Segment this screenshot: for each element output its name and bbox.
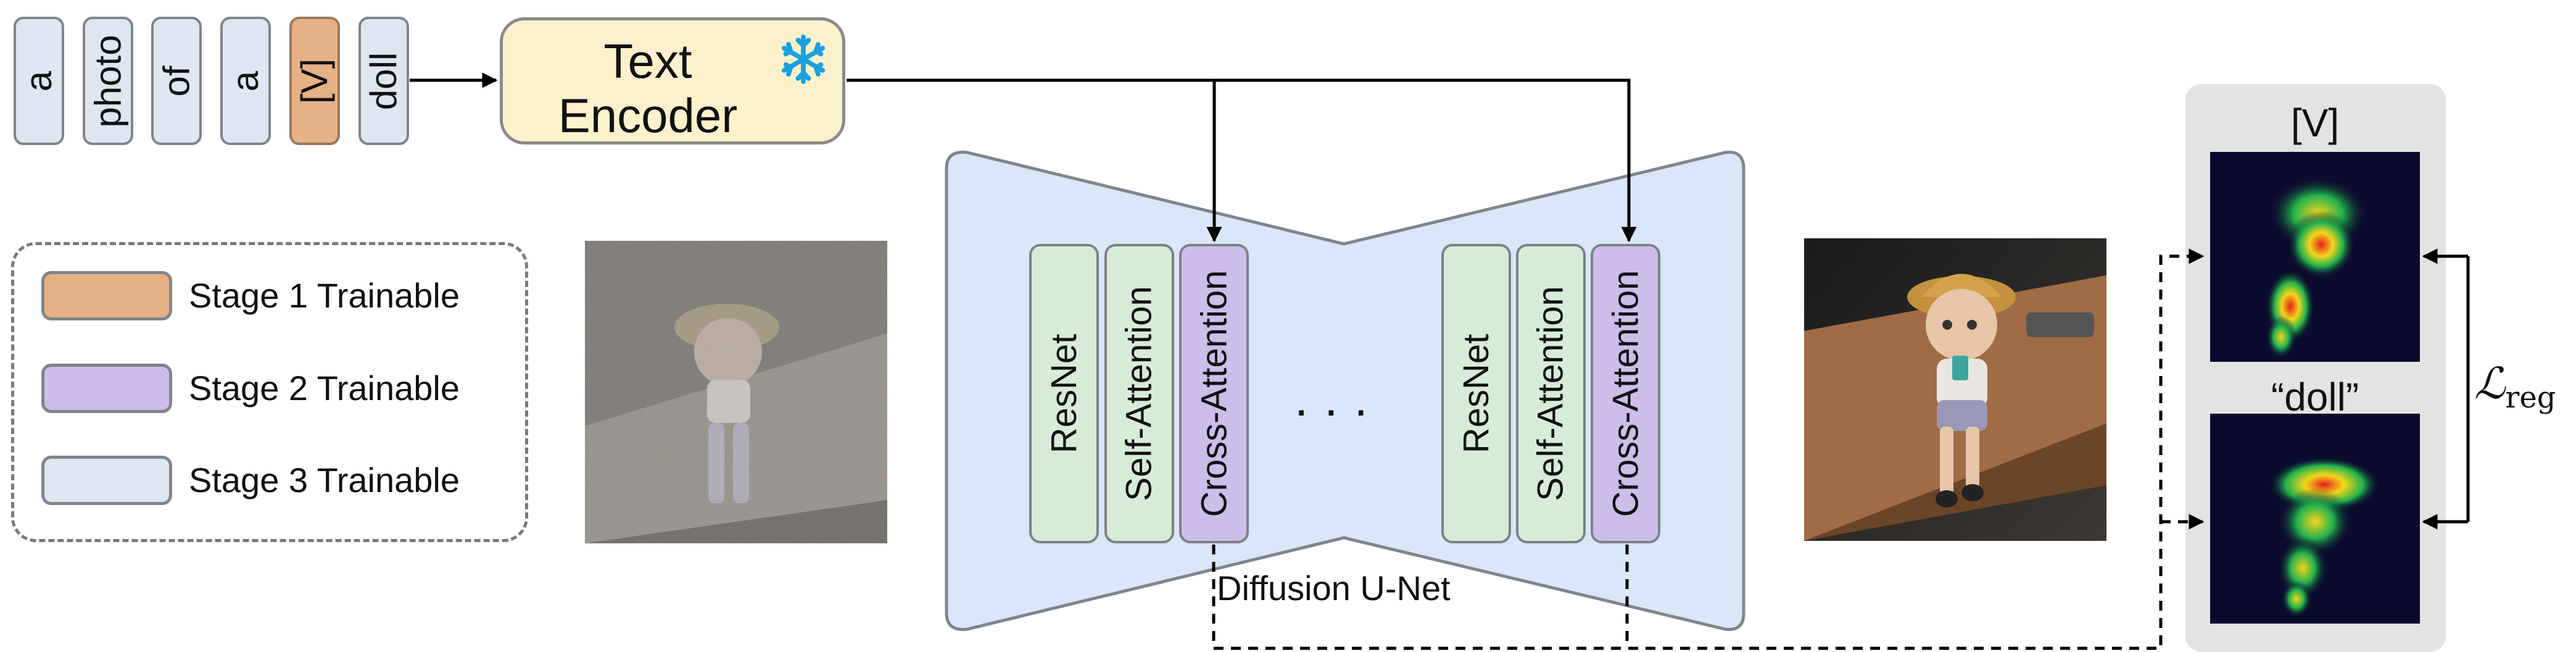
self-attention-block: Self-Attention: [1104, 244, 1174, 543]
legend-label-stage2: Stage 2 Trainable: [189, 369, 460, 408]
legend-label-stage1: Stage 1 Trainable: [189, 276, 460, 315]
text-encoder-box: Text Encoder: [500, 17, 845, 144]
cross-attention-block: Cross-Attention: [1179, 244, 1249, 543]
token-label: [V]: [294, 58, 336, 104]
legend-label-stage3: Stage 3 Trainable: [189, 461, 460, 499]
token-label: of: [155, 65, 197, 97]
attention-map-identifier: [2210, 152, 2420, 362]
output-photo: [1804, 238, 2106, 541]
unet-label: Diffusion U-Net: [1217, 569, 1451, 608]
resnet-block: ResNet: [1441, 244, 1511, 543]
attention-map-doll: [2210, 414, 2420, 624]
token-box: a: [220, 17, 271, 145]
legend: Stage 1 Trainable Stage 2 Trainable Stag…: [11, 242, 528, 542]
resnet-block: ResNet: [1029, 244, 1099, 543]
ellipsis: ...: [1294, 371, 1384, 426]
token-box: photo: [83, 17, 133, 145]
token-box: of: [151, 17, 202, 145]
noisy-input-image: [585, 241, 887, 543]
token-label: a: [225, 70, 267, 91]
token-box-identifier: [V]: [289, 17, 340, 145]
token-label: doll: [363, 52, 405, 110]
self-attention-block: Self-Attention: [1516, 244, 1586, 543]
attention-title-doll: “doll”: [2271, 375, 2359, 419]
token-label: photo: [87, 34, 129, 128]
snowflake-icon: [781, 35, 826, 84]
legend-swatch-stage2: [41, 364, 172, 413]
text-encoder-label: Text Encoder: [558, 34, 738, 143]
loss-label: ℒreg: [2474, 358, 2556, 415]
attention-title-identifier: [V]: [2290, 101, 2340, 145]
token-label: a: [18, 70, 60, 91]
legend-swatch-stage1: [41, 271, 172, 320]
token-box: doll: [358, 17, 409, 145]
legend-swatch-stage3: [41, 456, 172, 505]
cross-attention-block: Cross-Attention: [1591, 244, 1660, 543]
token-box: a: [14, 17, 64, 145]
